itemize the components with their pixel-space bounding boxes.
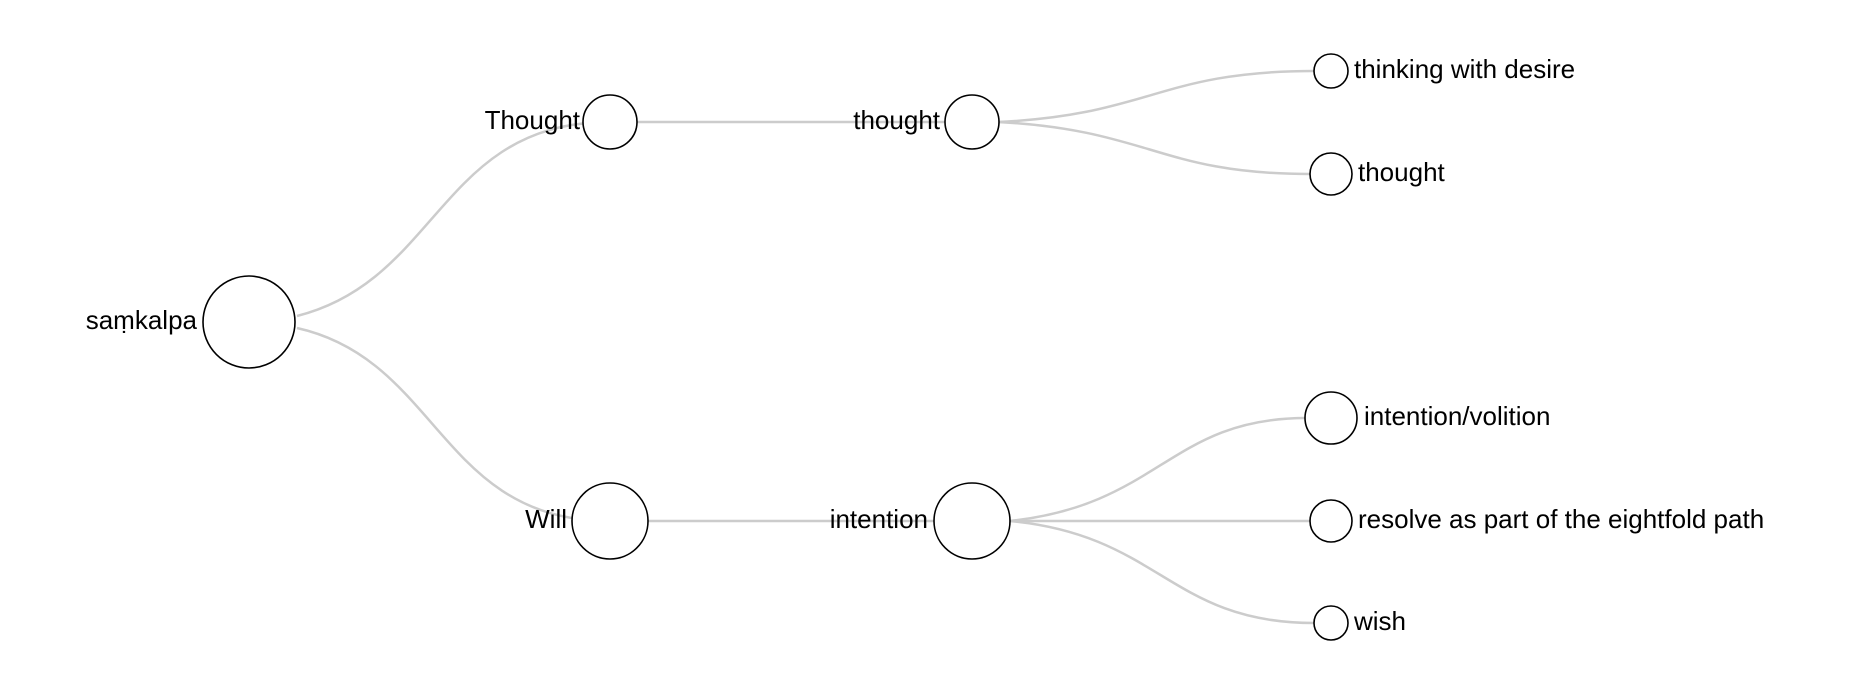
node-circle[interactable]: [202, 275, 296, 369]
tree-node-intention-term[interactable]: intention: [830, 482, 1011, 560]
node-circle[interactable]: [582, 94, 638, 150]
node-circle[interactable]: [933, 482, 1011, 560]
node-label: intention: [830, 504, 928, 534]
link-root-will: [296, 326, 611, 523]
node-label: wish: [1353, 606, 1406, 636]
node-label: Will: [525, 504, 567, 534]
node-circle[interactable]: [1313, 53, 1349, 89]
tree-leaf-thought[interactable]: thought: [1309, 152, 1446, 196]
node-label: thinking with desire: [1354, 54, 1575, 84]
link-thought-thinking-with-desire: [997, 69, 1315, 124]
node-circle[interactable]: [571, 482, 649, 560]
node-circle[interactable]: [1313, 605, 1349, 641]
tree-node-thought-category[interactable]: Thought: [485, 94, 638, 150]
node-circle[interactable]: [1309, 152, 1353, 196]
nodes-layer: saṃkalpa Thought Will thought intention …: [86, 53, 1764, 641]
node-label: saṃkalpa: [86, 305, 198, 335]
tree-leaf-thinking-with-desire[interactable]: thinking with desire: [1313, 53, 1575, 89]
node-label: thought: [853, 105, 941, 135]
link-thought-thought-leaf: [997, 120, 1311, 176]
tree-node-will-category[interactable]: Will: [525, 482, 649, 560]
tree-leaf-intention-volition[interactable]: intention/volition: [1304, 391, 1550, 445]
link-intention-volition: [1009, 416, 1307, 523]
tree-leaf-wish[interactable]: wish: [1313, 605, 1406, 641]
node-label: thought: [1358, 157, 1446, 187]
tree-node-thought-term[interactable]: thought: [853, 94, 1000, 150]
link-intention-wish: [1009, 519, 1315, 625]
tree-node-root[interactable]: saṃkalpa: [86, 275, 296, 369]
node-label: Thought: [485, 105, 581, 135]
tree-leaf-eightfold-path[interactable]: resolve as part of the eightfold path: [1309, 499, 1764, 543]
node-circle[interactable]: [944, 94, 1000, 150]
links-layer: [296, 69, 1315, 625]
node-circle[interactable]: [1309, 499, 1353, 543]
node-circle[interactable]: [1304, 391, 1358, 445]
node-label: resolve as part of the eightfold path: [1358, 504, 1764, 534]
link-root-thought: [296, 120, 611, 318]
node-label: intention/volition: [1364, 401, 1550, 431]
